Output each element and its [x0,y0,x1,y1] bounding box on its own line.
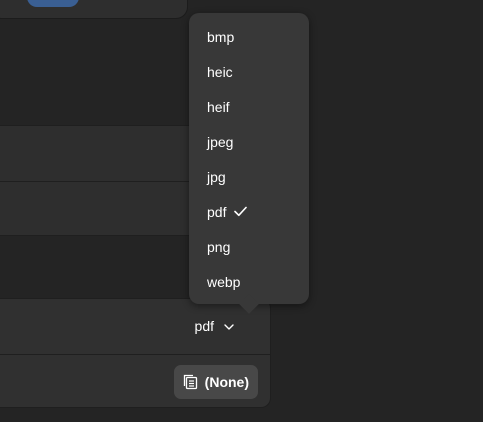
template-row[interactable]: (None) [0,354,270,409]
format-row[interactable]: pdf [0,299,270,354]
menu-item-png[interactable]: png [207,238,231,255]
menu-item-heic[interactable]: heic [207,63,233,80]
checkmark-icon [234,206,248,217]
menu-item-jpg[interactable]: jpg [207,168,226,185]
menu-item-pdf[interactable]: pdf [189,194,309,229]
menu-item-webp[interactable]: webp [207,273,241,290]
format-popover-menu: bmp heic heif jpeg jpg pdf png webp [189,13,309,314]
document-icon [183,374,197,390]
template-button[interactable]: (None) [173,365,258,399]
menu-item-jpeg[interactable]: jpeg [207,133,234,150]
menu-item-heif[interactable]: heif [207,98,230,115]
export-settings-list: pdf (None) [0,298,271,408]
format-dropdown[interactable]: pdf [195,318,235,334]
format-value-label: pdf [194,318,214,334]
menu-item-bmp[interactable]: bmp [207,28,235,45]
settings-row[interactable] [0,181,270,236]
chevron-down-icon [224,323,234,330]
top-card [0,0,188,19]
accent-button[interactable] [27,0,79,7]
format-options-list: bmp heic heif jpeg jpg pdf png webp [189,13,309,299]
template-button-label: (None) [204,374,249,390]
